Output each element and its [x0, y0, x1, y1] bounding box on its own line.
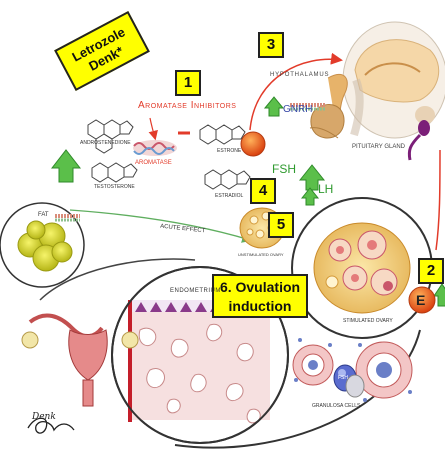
step-3-badge: 3 — [258, 32, 284, 58]
lh-label: LH — [318, 182, 333, 196]
unstimulated-ovary-label: UNSTIMULATED OVARY — [238, 252, 284, 257]
estradiol-label: ESTRADIOL — [215, 193, 243, 199]
step-2-badge: 2 — [418, 258, 444, 284]
steroid-estrone — [200, 125, 245, 144]
aromatase-label: AROMATASE — [135, 160, 172, 166]
step-5-badge: 5 — [268, 212, 294, 238]
endometrium-label: ENDOMETRIUM — [170, 288, 221, 294]
aromatase-inhibitors-label: Aromatase Inhibitors — [138, 100, 236, 111]
steroid-androstenedione — [88, 120, 133, 153]
green-up-arrow-left — [52, 150, 80, 182]
estrone-label: ESTRONE — [217, 148, 241, 154]
fat-label: FAT — [38, 212, 49, 218]
signature-text: Denk — [32, 412, 56, 422]
aromatase-enzyme — [133, 140, 177, 156]
green-up-arrow-lh — [302, 188, 318, 205]
hypothalamus-label: HYPOTHALAMUS — [270, 72, 329, 78]
stimulated-ovary — [292, 198, 432, 338]
steroid-testosterone — [92, 163, 137, 182]
fsh-receptor-label: FSH — [338, 375, 348, 381]
estrogen-e-label: E — [416, 292, 425, 308]
step-1-badge: 1 — [175, 70, 201, 96]
step-6-line2: induction — [214, 297, 306, 316]
fsh-label: FSH — [272, 162, 296, 176]
molecule-strand-fat — [55, 216, 80, 220]
gnrh-label: GNRH — [283, 104, 312, 115]
stimulated-ovary-label: STIMULATED OVARY — [343, 318, 393, 324]
pituitary-to-e-arrow — [436, 150, 440, 250]
step-6-line1: 6. Ovulation — [214, 278, 306, 297]
estrogen-sphere-top — [241, 132, 265, 156]
step-4-badge: 4 — [250, 178, 276, 204]
pituitary-gland-label: PITUITARY GLAND — [352, 144, 405, 150]
testosterone-label: TESTOSTERONE — [94, 184, 135, 190]
androstenedione-label: ANDROSTENEDIONE — [80, 140, 131, 146]
steroid-estradiol — [205, 170, 250, 189]
step-6-badge: 6. Ovulation induction — [212, 274, 308, 318]
granulosa-cells-label: GRANULOSA CELLS — [312, 403, 360, 409]
green-up-arrow-e — [434, 284, 445, 306]
green-up-arrow-gnrh — [265, 97, 283, 116]
